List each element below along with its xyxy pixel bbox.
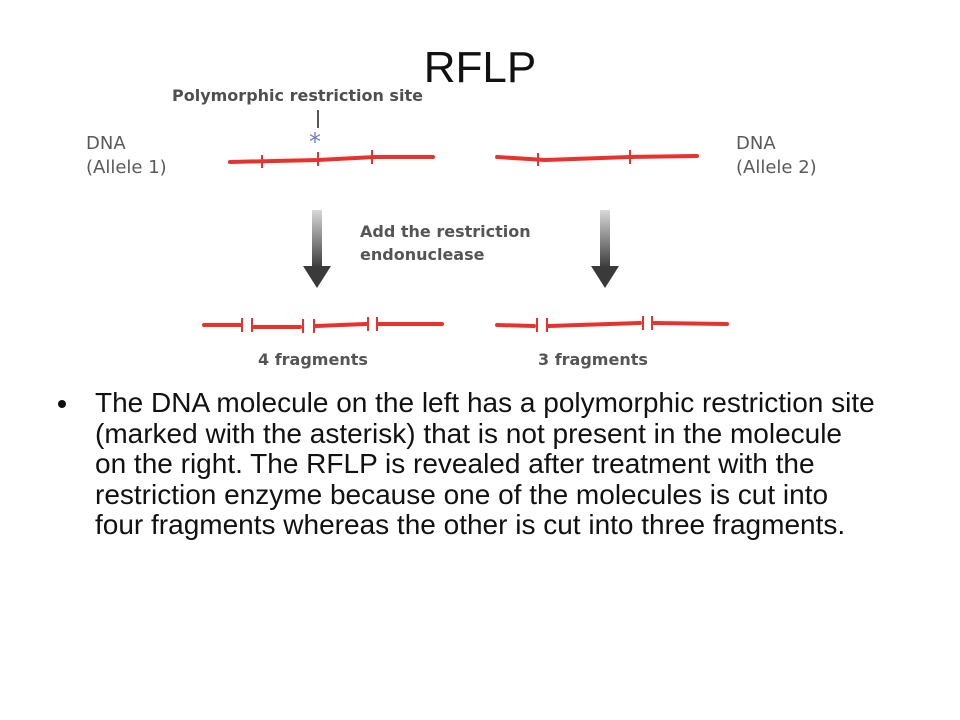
allele2-dna-strand: [495, 150, 699, 166]
slide-title: RFLP: [423, 43, 537, 88]
step-label-line1: Add the restriction: [360, 222, 531, 241]
rflp-diagram: Polymorphic restriction site * DNA (Alle…: [86, 86, 817, 369]
right-down-arrow: [591, 210, 619, 288]
step-label-line2: endonuclease: [360, 245, 485, 264]
allele2-label-dna: DNA: [736, 133, 776, 154]
allele1-fragments: [202, 317, 444, 333]
bullet-text: The DNA molecule on the left has a polym…: [95, 387, 875, 541]
bullet-dot-icon: [58, 400, 66, 408]
allele1-dna-strand: [228, 150, 435, 168]
left-down-arrow: [303, 210, 331, 288]
left-result-label: 4 fragments: [258, 350, 368, 369]
allele1-label-dna: DNA: [86, 133, 126, 154]
rflp-diagram-svg: [202, 110, 729, 333]
bullet-item: The DNA molecule on the left has a polym…: [58, 387, 878, 541]
allele1-label-name: (Allele 1): [86, 157, 167, 178]
polymorphic-site-label: Polymorphic restriction site: [172, 86, 423, 105]
allele2-label-name: (Allele 2): [736, 157, 817, 178]
allele2-fragments: [495, 316, 729, 332]
right-result-label: 3 fragments: [538, 350, 648, 369]
asterisk-marker: *: [309, 128, 321, 156]
